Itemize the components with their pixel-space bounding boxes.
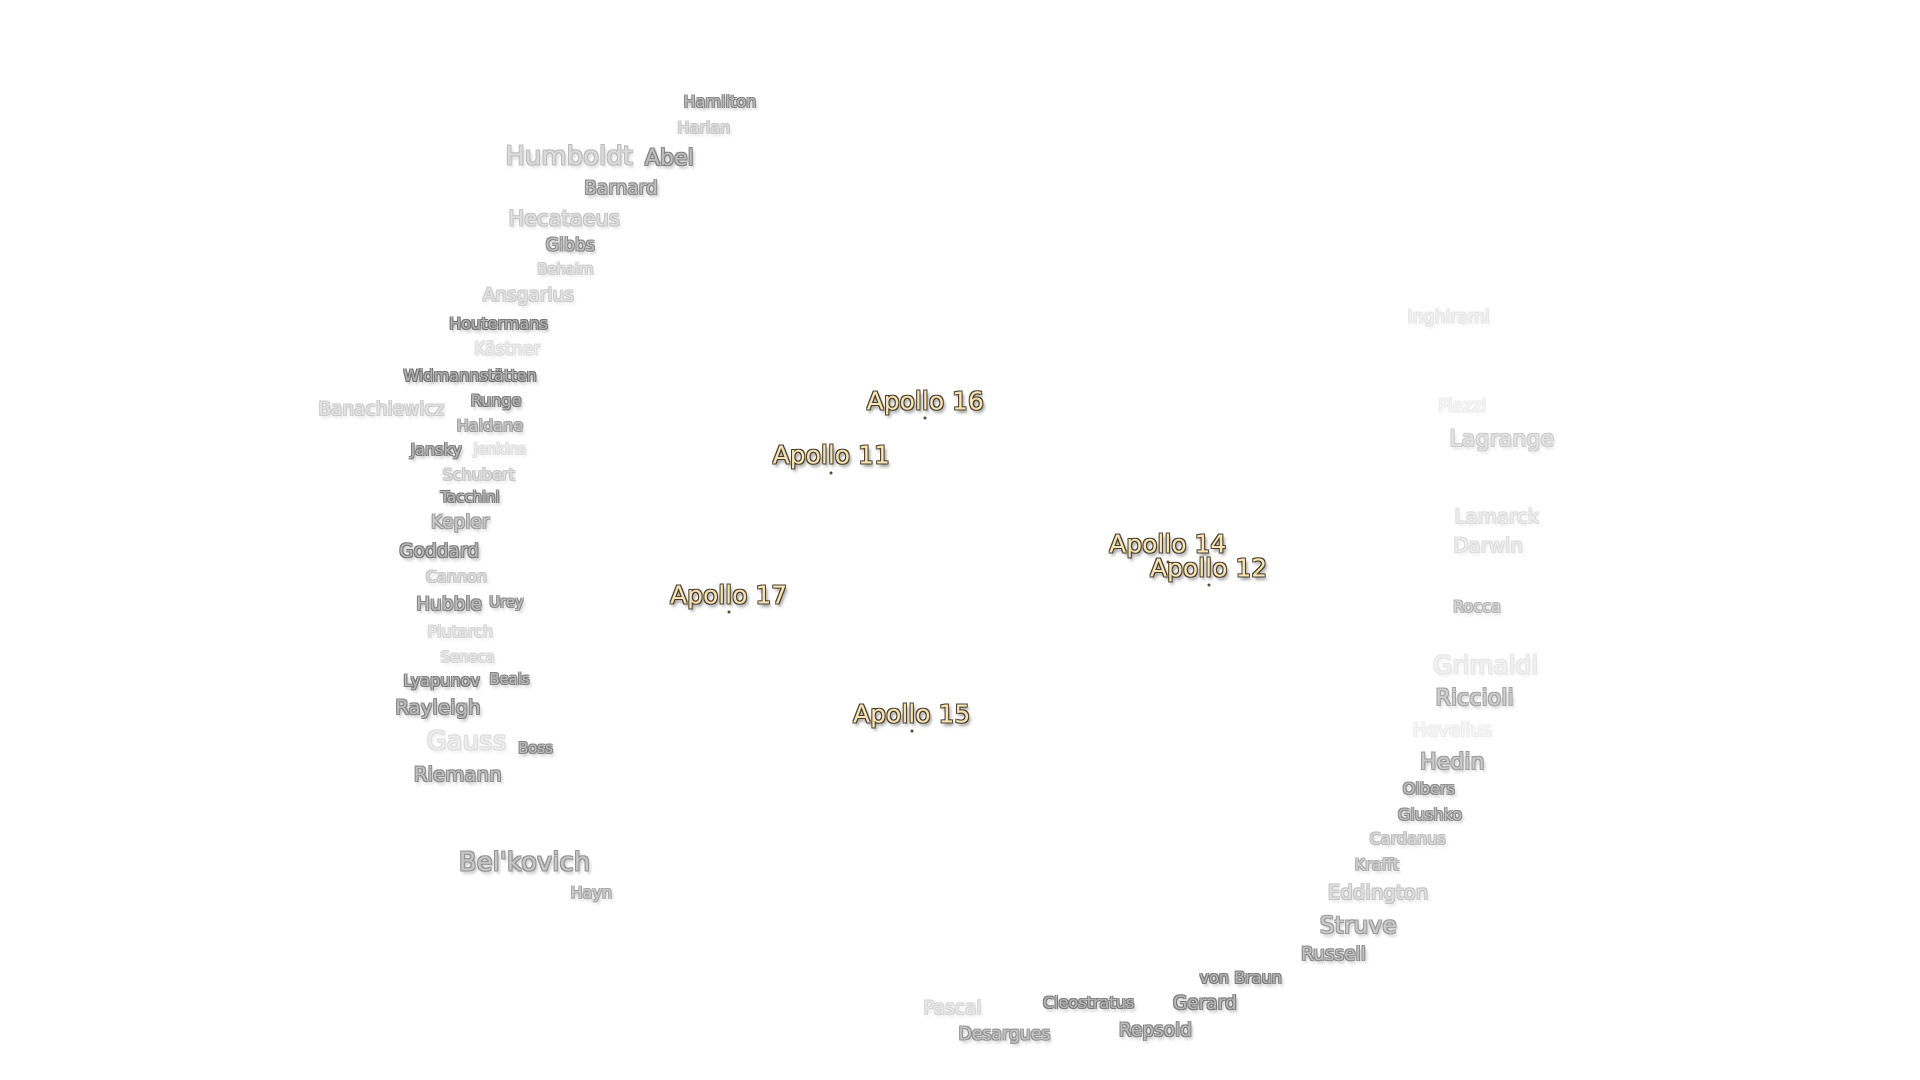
crater-label-cannon: Cannon: [425, 567, 488, 587]
landing-site-marker-icon: [727, 610, 731, 614]
crater-label-urey: Urey: [489, 594, 524, 612]
crater-label-cleostratus: Cleostratus: [1042, 993, 1135, 1013]
crater-label-ansgarius: Ansgarius: [482, 285, 574, 307]
crater-label-cardanus: Cardanus: [1369, 829, 1446, 849]
crater-label-gerard: Gerard: [1172, 992, 1237, 1014]
crater-label-runge: Runge: [470, 391, 522, 411]
crater-label-rocca: Rocca: [1453, 597, 1501, 617]
crater-label-jenkins: Jenkins: [473, 440, 527, 458]
crater-label-von-braun: von Braun: [1199, 968, 1282, 988]
crater-label-rayleigh: Rayleigh: [395, 696, 481, 720]
crater-label-behaim: Behaim: [537, 260, 594, 278]
crater-label-humboldt: Humboldt: [505, 141, 633, 172]
crater-label-lyapunov: Lyapunov: [403, 671, 480, 691]
landing-site-label-apollo-16: Apollo 16: [866, 386, 984, 416]
crater-label-tacchini: Tacchini: [440, 488, 500, 506]
crater-label-barnard: Barnard: [584, 177, 658, 199]
crater-label-schubert: Schubert: [442, 464, 515, 484]
crater-label-struve: Struve: [1319, 910, 1397, 939]
crater-label-abel: Abel: [644, 144, 694, 171]
landing-site-marker-icon: [910, 729, 914, 733]
crater-label-kepler: Kepler: [430, 511, 490, 533]
crater-label-darwin: Darwin: [1453, 533, 1523, 557]
crater-label-boss: Boss: [518, 740, 553, 758]
crater-label-goddard: Goddard: [399, 540, 479, 562]
crater-label-pascal: Pascal: [923, 997, 982, 1019]
crater-label-hamilton: Hamilton: [683, 92, 757, 112]
crater-label-harlan: Harlan: [677, 118, 731, 138]
crater-label-hevelius: Hevelius: [1412, 719, 1492, 741]
crater-label-hayn: Hayn: [570, 883, 613, 903]
crater-label-riemann: Riemann: [413, 763, 502, 787]
landing-site-label-apollo-11: Apollo 11: [772, 440, 890, 470]
landing-site-marker-icon: [1207, 583, 1211, 587]
landing-site-label-apollo-17: Apollo 17: [669, 580, 788, 610]
crater-label-inghirami: Inghirami: [1407, 307, 1490, 328]
crater-label-seneca: Seneca: [440, 648, 495, 666]
crater-label-hecataeus: Hecataeus: [508, 205, 620, 231]
crater-label-riccioli: Riccioli: [1435, 685, 1514, 712]
crater-label-plutarch: Plutarch: [427, 622, 494, 642]
landing-site-label-apollo-15: Apollo 15: [853, 698, 971, 728]
crater-label-glushko: Glushko: [1397, 804, 1463, 824]
crater-label-bel-kovich: Bel'kovich: [458, 847, 591, 878]
crater-label-houtermans: Houtermans: [449, 314, 548, 334]
crater-label-eddington: Eddington: [1327, 881, 1429, 905]
crater-label-gibbs: Gibbs: [545, 235, 595, 256]
crater-label-widmannst-tten: Widmannstätten: [403, 366, 537, 386]
crater-label-lamarck: Lamarck: [1454, 504, 1540, 528]
crater-label-grimaldi: Grimaldi: [1433, 650, 1539, 680]
crater-label-lagrange: Lagrange: [1449, 425, 1555, 452]
landing-site-marker-icon: [829, 471, 833, 475]
crater-label-hedin: Hedin: [1419, 748, 1485, 775]
landing-site-marker-icon: [1166, 560, 1170, 564]
crater-label-krafft: Krafft: [1354, 855, 1399, 875]
crater-label-jansky: Jansky: [410, 439, 462, 459]
crater-label-hubble: Hubble: [416, 593, 482, 615]
landing-site-label-apollo-14: Apollo 14: [1109, 529, 1227, 559]
crater-label-k-stner: Kästner: [474, 339, 541, 360]
crater-label-beals: Beals: [489, 670, 530, 688]
crater-label-banachiewicz: Banachiewicz: [318, 399, 445, 421]
landing-site-marker-icon: [923, 416, 927, 420]
crater-label-piazzi: Piazzi: [1437, 396, 1487, 417]
crater-label-desargues: Desargues: [958, 1024, 1051, 1045]
crater-label-russell: Russell: [1301, 943, 1366, 965]
crater-label-haldane: Haldane: [456, 415, 524, 435]
landing-site-label-apollo-12: Apollo 12: [1149, 553, 1268, 583]
crater-label-repsold: Repsold: [1118, 1019, 1192, 1041]
crater-label-gauss: Gauss: [426, 726, 507, 757]
crater-label-olbers: Olbers: [1402, 779, 1455, 799]
